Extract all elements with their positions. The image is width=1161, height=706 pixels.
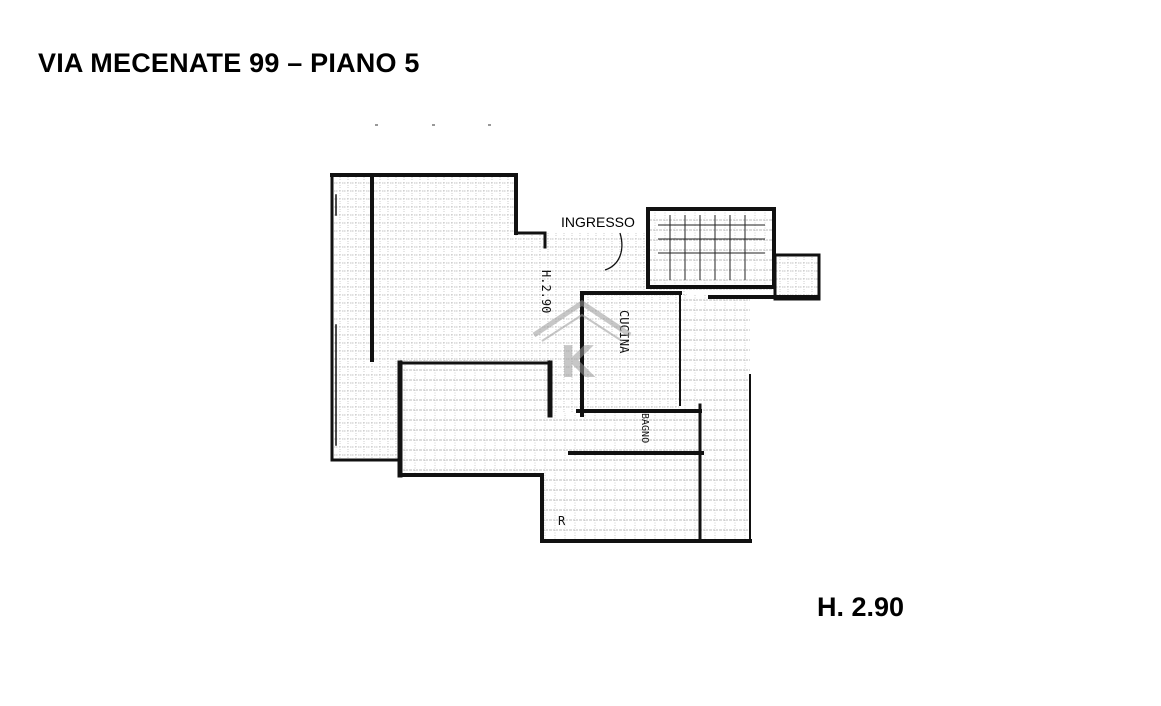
entrance-arrow <box>604 232 623 271</box>
bathroom-label: BAGNO <box>639 413 650 443</box>
entrance-label: INGRESSO <box>561 214 635 230</box>
watermark-letter: K <box>560 337 596 388</box>
floor-hatch <box>332 175 820 541</box>
walls <box>330 173 752 543</box>
floor-plan: H.2.90 CUCINA BAGNO R K <box>320 115 840 555</box>
floor-plan-drawing: H.2.90 CUCINA BAGNO R K <box>330 124 821 543</box>
r-mark: R <box>558 514 566 528</box>
staircase <box>646 207 821 301</box>
height-mark: H.2.90 <box>539 270 553 313</box>
page-title: VIA MECENATE 99 – PIANO 5 <box>38 48 420 78</box>
ceiling-height-label: H. 2.90 <box>817 592 905 622</box>
watermark-logo: K <box>532 299 632 388</box>
